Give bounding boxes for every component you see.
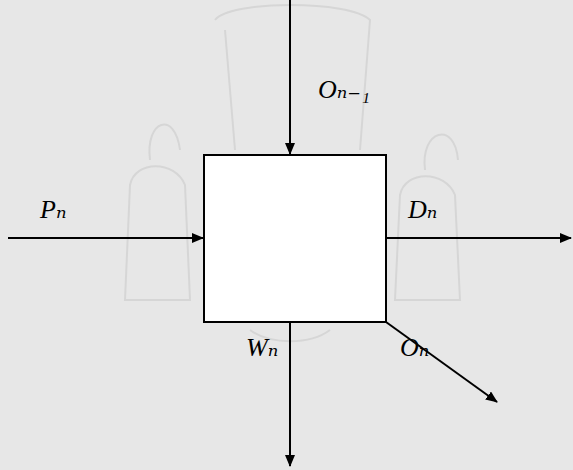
flow-label: Dₙ xyxy=(408,196,437,225)
flow-label: Pₙ xyxy=(40,196,66,225)
flow-arrows xyxy=(8,0,571,466)
flow-arrow xyxy=(386,322,497,402)
process-box xyxy=(204,155,386,322)
watermark-figure xyxy=(149,125,180,160)
flow-label: Wₙ xyxy=(246,334,278,363)
flow-arrow xyxy=(289,0,291,154)
flow-label: Oₙ₋₁ xyxy=(318,76,370,105)
watermark xyxy=(125,5,460,341)
flow-label: Oₙ xyxy=(400,334,429,363)
watermark-figure xyxy=(125,166,190,300)
flow-arrow xyxy=(8,237,203,239)
watermark-figure xyxy=(215,5,370,150)
flow-arrow xyxy=(386,237,571,239)
watermark-figure xyxy=(225,30,235,150)
watermark-figure xyxy=(425,135,458,170)
flow-arrow xyxy=(289,322,291,466)
